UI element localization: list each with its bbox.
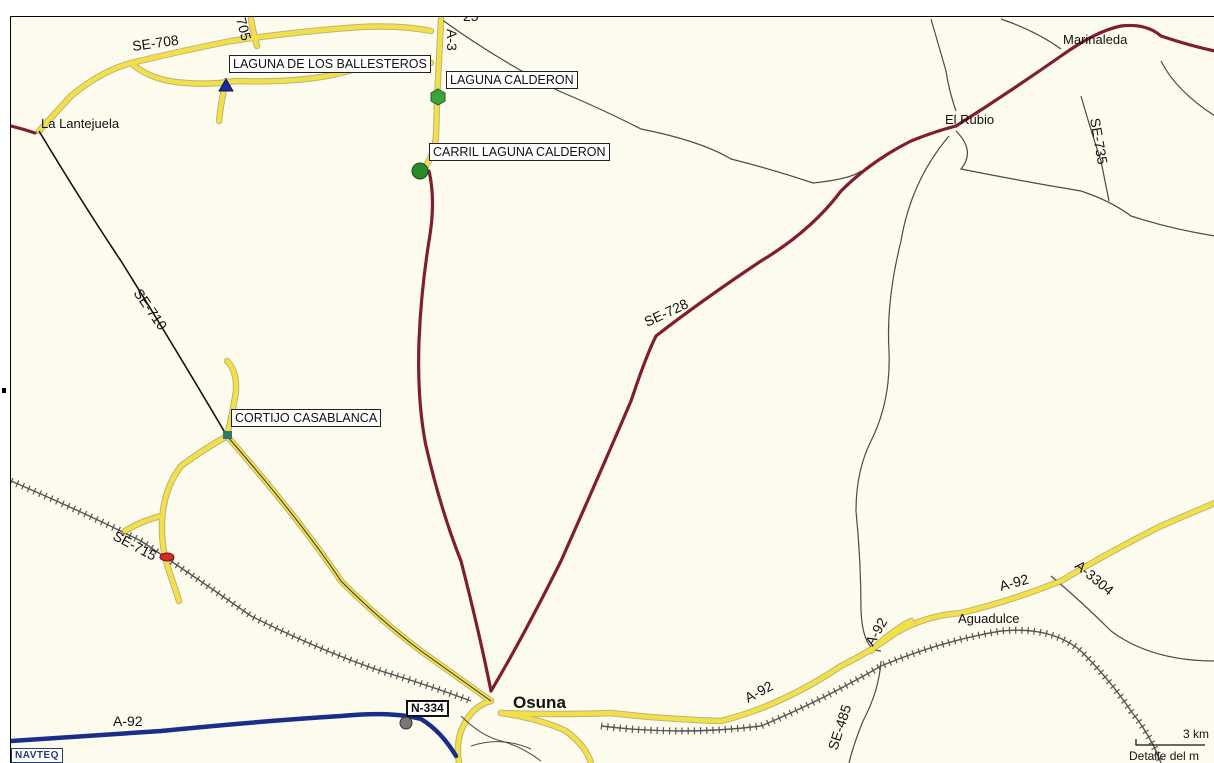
- label-se708: SE-708: [131, 32, 180, 54]
- label-a92-east: A-92: [998, 571, 1031, 594]
- town-aguadulce: Aguadulce: [958, 611, 1019, 626]
- marker-ballesteros[interactable]: [218, 78, 234, 92]
- poi-label-calderon[interactable]: LAGUNA CALDERON: [446, 71, 578, 89]
- junction-osuna: [460, 715, 542, 762]
- scale-bar: [1135, 739, 1205, 746]
- minor-road: [1050, 575, 1214, 662]
- road-red-north-south: [417, 169, 493, 693]
- yellow-roads-casing: [35, 17, 1214, 763]
- railway-ticks: [11, 477, 473, 705]
- label-se705: 705: [233, 17, 255, 43]
- label-se728: SE-728: [642, 295, 691, 329]
- road-se710-south: [226, 435, 492, 702]
- marker-red[interactable]: [159, 552, 175, 562]
- marker-gray[interactable]: [399, 716, 413, 730]
- minor-road: [1160, 60, 1214, 117]
- label-a92-west: A-92: [113, 713, 143, 729]
- label-a3: A-3: [444, 29, 460, 51]
- town-osuna: Osuna: [513, 693, 566, 712]
- red-roads: [11, 23, 1214, 693]
- label-se715: SE-715: [111, 528, 160, 564]
- road-se728: [489, 124, 958, 693]
- scale-label: 3 km: [1183, 727, 1210, 741]
- town-el-rubio: El Rubio: [945, 112, 994, 127]
- label-top-cut: 25: [463, 17, 479, 24]
- minor-road: [855, 135, 950, 652]
- minor-road: [930, 18, 957, 112]
- minor-road: [1080, 95, 1110, 202]
- poi-label-casablanca[interactable]: CORTIJO CASABLANCA: [231, 409, 382, 427]
- railway-ticks: [600, 626, 1165, 763]
- yellow-roads: [39, 19, 1214, 763]
- railway-west: [11, 480, 472, 702]
- scale-detail: Detalle del m: [1129, 749, 1200, 763]
- minor-road: [848, 660, 882, 763]
- road-a92-motorway: [11, 711, 459, 759]
- navteq-logo: NAVTEQ: [11, 748, 63, 763]
- road-red-east: [954, 23, 1214, 128]
- poi-label-ballesteros[interactable]: LAGUNA DE LOS BALLESTEROS: [229, 55, 431, 73]
- road-red-west: [11, 124, 37, 135]
- map-svg: La Lantejuela Marinaleda El Rubio Osuna …: [11, 17, 1214, 763]
- railways: [11, 477, 1165, 763]
- road-shield-n334: N-334: [406, 700, 449, 717]
- poi-label-carril[interactable]: CARRIL LAGUNA CALDERON: [429, 143, 610, 161]
- road-se710: [38, 130, 228, 437]
- town-marinaleda: Marinaleda: [1063, 32, 1128, 47]
- edge-mark: [2, 388, 6, 393]
- minor-road: [955, 130, 1214, 237]
- railway-east: [600, 629, 1162, 763]
- marker-calderon[interactable]: [430, 88, 446, 106]
- minor-roads: [440, 18, 1214, 763]
- marker-casablanca[interactable]: [223, 431, 232, 439]
- map-canvas[interactable]: La Lantejuela Marinaleda El Rubio Osuna …: [10, 16, 1214, 763]
- town-la-lantejuela: La Lantejuela: [41, 116, 120, 131]
- label-se485: SE-485: [825, 702, 855, 752]
- label-se735: SE-735: [1087, 117, 1111, 166]
- minor-road: [1000, 18, 1062, 50]
- label-se710: SE-710: [131, 286, 171, 334]
- marker-carril[interactable]: [411, 162, 429, 180]
